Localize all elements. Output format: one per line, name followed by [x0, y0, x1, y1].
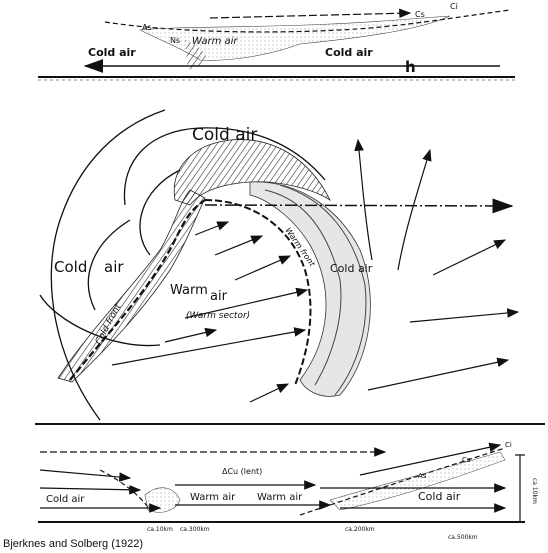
plan-label-air: air: [104, 258, 124, 276]
bottom-cross-section: ΔCu (lent) Cold air Warm air Warm air Co…: [38, 441, 538, 541]
warm-arrow-5: [111, 327, 307, 366]
bottom-label-scale-3: ca.200km: [345, 526, 375, 533]
bottom-label-warm-air-1: Warm air: [190, 492, 236, 503]
bottom-label-scale-1: ca.10km: [147, 526, 173, 533]
bottom-label-height: ca 10km: [531, 478, 538, 504]
isobar-left-lower: [39, 294, 161, 347]
plan-label-cold: Cold: [54, 258, 87, 276]
cold-front-line: [69, 199, 206, 381]
bottom-label-cu: ΔCu (lent): [222, 467, 262, 476]
top-label-cold-air-left: Cold air: [88, 46, 136, 59]
warm-front-inner-line: [264, 189, 342, 386]
right-arrow-1: [354, 138, 373, 261]
top-rain-shaft: [185, 40, 207, 70]
top-label-h: h: [405, 58, 416, 76]
isobar-mid-left: [87, 219, 131, 311]
warm-arrow-6: [249, 383, 290, 403]
warm-arrow-7: [164, 327, 218, 343]
figure-caption: Bjerknes and Solberg (1922): [3, 538, 144, 550]
steering-arrow: [204, 198, 514, 214]
cold-front-band: [57, 189, 206, 383]
top-label-cs: Cs: [415, 10, 425, 19]
bottom-label-cs: Cs: [462, 456, 471, 464]
occlusion-head: [173, 139, 332, 206]
bottom-label-cold-air-left: Cold air: [46, 494, 85, 505]
warm-front-band: [249, 181, 371, 397]
bottom-cumulus: [144, 487, 181, 513]
warm-front-line: [204, 199, 312, 386]
plan-label-warm-air: air: [210, 289, 228, 304]
bottom-label-ci: Ci: [505, 441, 512, 449]
right-arrow-3: [432, 239, 507, 276]
bottom-arrow-2: [39, 484, 142, 495]
top-cross-section: Ci Cs As Ns Warm air Cold air Cold air h: [38, 2, 515, 81]
bottom-label-warm-air-2: Warm air: [257, 492, 303, 503]
top-label-as: As: [142, 23, 152, 32]
plan-label-cold-air-top: Cold air: [192, 125, 257, 145]
plan-view: Cold air Cold air Cold air Warm air (War…: [39, 109, 520, 421]
right-arrow-4: [409, 308, 520, 323]
warm-arrow-1: [194, 221, 230, 236]
isobar-inner-left: [139, 169, 181, 256]
right-arrow-5: [367, 357, 510, 391]
bottom-arrow-1: [39, 469, 132, 482]
top-label-ns: Ns: [170, 36, 180, 45]
bottom-label-as: As: [418, 472, 427, 480]
plan-label-warm-sector: (Warm sector): [186, 311, 250, 321]
top-upper-wind-arrow: [209, 8, 412, 19]
bottom-arrow-8: [359, 442, 502, 476]
bottom-label-scale-4: ca.500km: [448, 534, 478, 541]
warm-arrow-4: [184, 287, 309, 319]
top-label-warm-air: Warm air: [192, 36, 238, 47]
right-arrow-2: [397, 148, 432, 271]
isobar-top: [123, 127, 326, 206]
warm-arrow-2: [214, 235, 264, 256]
top-label-cold-air-right: Cold air: [325, 46, 373, 59]
plan-label-cold-air-right: Cold air: [330, 262, 373, 275]
plan-label-warm: Warm: [170, 283, 208, 298]
bottom-stratus: [329, 451, 506, 511]
top-label-ci: Ci: [450, 2, 458, 11]
bottom-label-cold-air-right: Cold air: [418, 490, 461, 503]
warm-front-outer-line: [279, 184, 367, 396]
bottom-label-scale-2: ca.300km: [180, 526, 210, 533]
warm-arrow-3: [234, 255, 292, 281]
